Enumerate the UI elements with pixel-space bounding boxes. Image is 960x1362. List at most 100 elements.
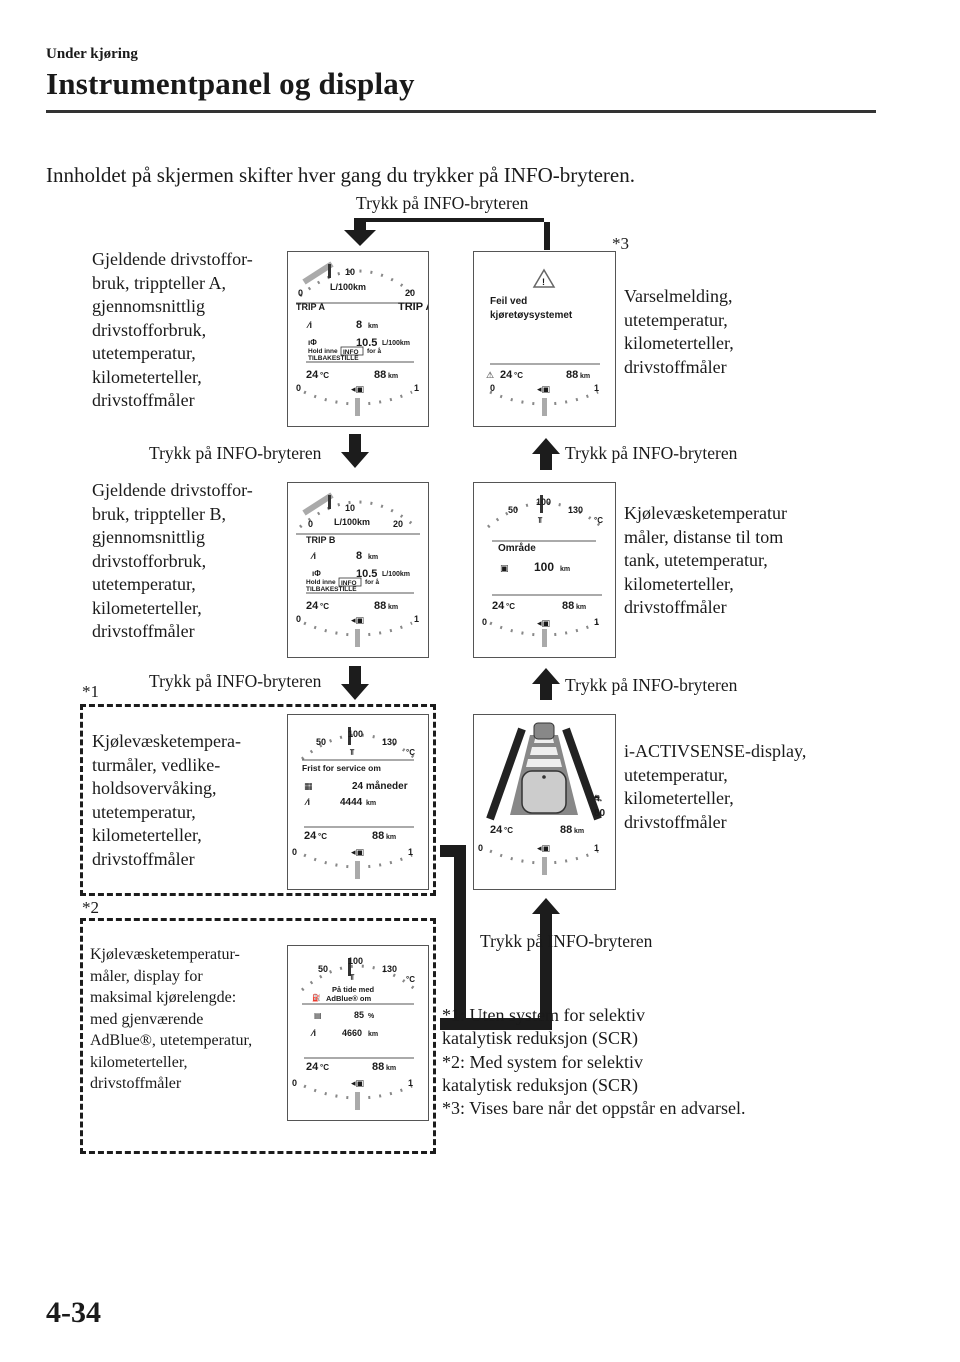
press-label-4: Trykk på INFO-bryteren (565, 675, 738, 695)
fuel-pump-icon: ▣ (500, 563, 509, 573)
info-key: INFO (343, 349, 359, 356)
svg-text:%: % (368, 1013, 375, 1020)
svg-text:ıΦ: ıΦ (312, 569, 321, 578)
page-number: 4-34 (46, 1296, 101, 1329)
marker-1: *1 (82, 682, 99, 701)
svg-text:0: 0 (478, 843, 483, 853)
trip-label: TRIP A (296, 302, 326, 312)
warning-line2: kjøretøysystemet (490, 310, 573, 321)
adblue-icon: ⛽ (312, 993, 321, 1002)
svg-text:1: 1 (408, 1078, 413, 1088)
svg-text:0: 0 (482, 617, 487, 627)
svg-text:km: km (366, 800, 376, 807)
svg-text:130: 130 (382, 737, 397, 747)
svg-text:km: km (386, 834, 396, 841)
calendar-icon: ▦ (304, 781, 313, 791)
arrow-up-1 (532, 438, 560, 470)
display-activsense: ⛐ 80 24 °C 88 km 0 1 ◂▣ (473, 714, 616, 890)
svg-text:50: 50 (318, 964, 328, 974)
svg-text:1: 1 (414, 614, 419, 624)
svg-text:°C: °C (320, 371, 329, 380)
svg-text:°C: °C (506, 602, 515, 611)
svg-text:km: km (368, 1031, 378, 1038)
svg-text:Hold inne: Hold inne (308, 348, 338, 355)
service-distance: 4444 (340, 797, 363, 808)
svg-text:20: 20 (393, 519, 403, 529)
fuel-tick-20: 20 (405, 288, 415, 298)
svg-text:°C: °C (406, 975, 415, 984)
svg-text:°C: °C (406, 748, 415, 757)
svg-text:24: 24 (306, 1061, 319, 1073)
press-label-top: Trykk på INFO-bryteren (356, 193, 529, 213)
display-trip-b: 0 10 20 L/100km TRIP B ⁄i 8 km ıΦ 10.5 L… (287, 482, 429, 658)
adblue-line1: På tide med (332, 985, 375, 994)
fuel-min: 0 (296, 383, 301, 393)
svg-text:1: 1 (408, 847, 413, 857)
svg-text:⁄i: ⁄i (310, 1028, 316, 1038)
svg-text:88: 88 (562, 600, 574, 612)
arrow-up-2 (532, 668, 560, 700)
coolant-tick-50: 50 (508, 505, 518, 515)
svg-text:50: 50 (316, 737, 326, 747)
svg-text:0: 0 (292, 847, 297, 857)
svg-text:⁄i: ⁄i (304, 797, 310, 807)
svg-text:km: km (388, 373, 398, 380)
svg-text:INFO: INFO (341, 580, 357, 587)
svg-text:!: ! (542, 277, 545, 287)
svg-text:88: 88 (560, 824, 572, 836)
svg-text:88: 88 (372, 830, 384, 842)
desc-service: Kjølevæsketempera- turmåler, vedlike- ho… (92, 731, 241, 869)
svg-text:24: 24 (500, 369, 513, 381)
svg-text:8: 8 (356, 550, 362, 562)
svg-text:⁄i: ⁄i (310, 551, 316, 561)
coolant-icon: ⫪ (537, 516, 543, 525)
set-speed: 80 (594, 808, 606, 819)
fuel-max: 1 (414, 383, 419, 393)
marker-3: *3 (612, 234, 629, 253)
title-divider (46, 110, 876, 113)
range-label: Område (498, 542, 536, 554)
coolant-tick-130: 130 (568, 505, 583, 515)
desc-range: Kjølevæsketemperatur måler, distanse til… (624, 503, 787, 617)
display-trip-a: 0 10 20 L/100km TRIP A TRIP A ⁄i 8 km ıΦ… (287, 251, 429, 427)
svg-text:◂▣: ◂▣ (351, 847, 364, 857)
service-label: Frist for service om (302, 763, 381, 773)
svg-text:°C: °C (320, 1063, 329, 1072)
svg-text:100: 100 (348, 956, 363, 966)
svg-text:°C: °C (514, 371, 523, 380)
adblue-distance: 4660 (342, 1028, 362, 1038)
arrow-down-2 (341, 666, 369, 700)
svg-text:1: 1 (594, 383, 599, 393)
display-adblue: 50 100 130 °C ⫪ På tide med ⛽ AdBlue® om… (287, 945, 429, 1121)
fuel-pump-icon: ◂▣ (351, 384, 364, 394)
svg-text:°C: °C (318, 832, 327, 841)
press-label-1: Trykk på INFO-bryteren (149, 443, 322, 463)
scr-on-box (80, 918, 436, 1154)
tank-icon: ▤ (314, 1011, 322, 1020)
svg-text:TILBAKESTILLE: TILBAKESTILLE (308, 355, 359, 362)
svg-text:10.5: 10.5 (356, 568, 377, 580)
avg-icon: ıΦ (308, 338, 317, 347)
svg-text:km: km (368, 323, 378, 330)
svg-text:0: 0 (292, 1078, 297, 1088)
svg-text:km: km (580, 373, 590, 380)
desc-trip-a: Gjeldende drivstoffor- bruk, trippteller… (92, 249, 253, 410)
svg-text:L/100km: L/100km (382, 571, 410, 578)
svg-text:km: km (560, 566, 570, 573)
svg-text:km: km (574, 828, 584, 835)
svg-text:100: 100 (348, 729, 363, 739)
svg-text:◂▣: ◂▣ (537, 843, 550, 853)
press-label-5: Trykk på INFO-bryteren (480, 931, 653, 951)
svg-text:°C: °C (504, 826, 513, 835)
svg-text:⫪: ⫪ (349, 973, 355, 982)
svg-text:°C: °C (594, 516, 603, 525)
intro-text: Innholdet på skjermen skifter hver gang … (46, 163, 635, 187)
service-months: 24 måneder (352, 780, 408, 792)
svg-text:◂▣: ◂▣ (537, 618, 550, 628)
adblue-line2: AdBlue® om (326, 994, 371, 1003)
svg-text:⫪: ⫪ (349, 748, 355, 757)
adblue-percent: 85 (354, 1010, 364, 1020)
page-title: Instrumentpanel og display (46, 66, 415, 101)
arrow-down-1 (341, 434, 369, 468)
